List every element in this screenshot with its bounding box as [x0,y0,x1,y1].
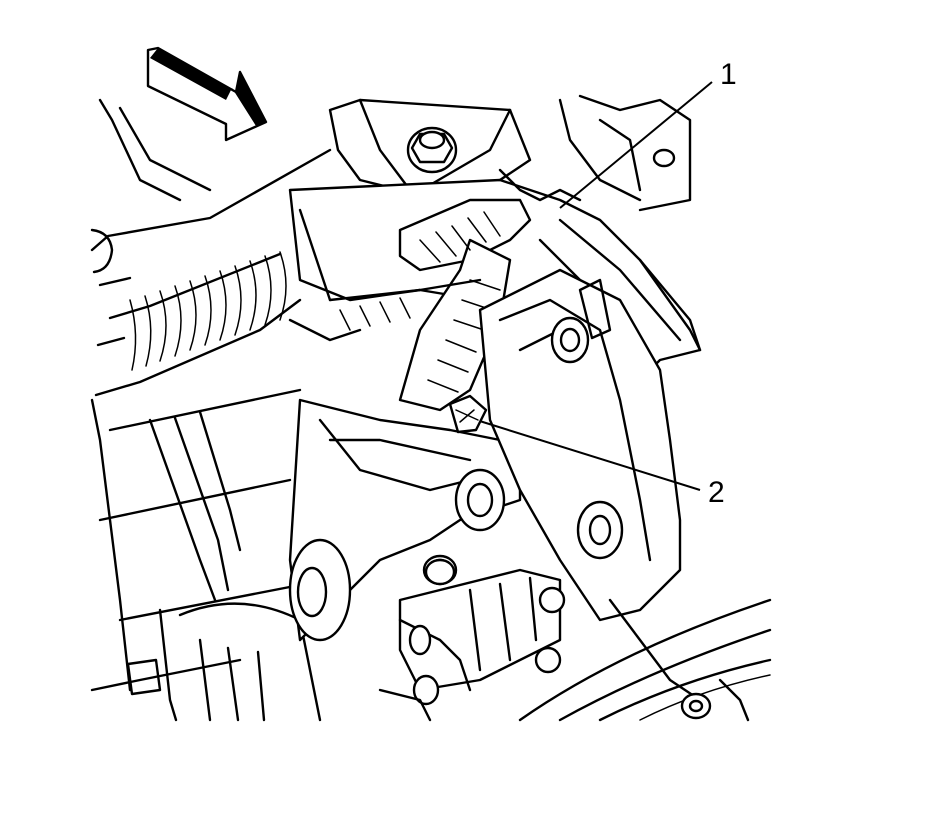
callout-1-label: 1 [720,58,737,91]
callout-2-leader [469,417,701,491]
steering-column [90,98,332,722]
callout-2-label: 2 [708,476,725,509]
lower-linkage [378,558,702,722]
lower-trim [518,598,772,722]
wiring-harness [288,168,582,412]
column-boot [129,251,287,371]
callout-leaders [448,81,713,491]
bracket-bolt [406,126,458,174]
callout-1-leader [559,81,713,209]
direction-arrow-icon [146,46,268,142]
pedal-support-bracket [478,258,702,622]
